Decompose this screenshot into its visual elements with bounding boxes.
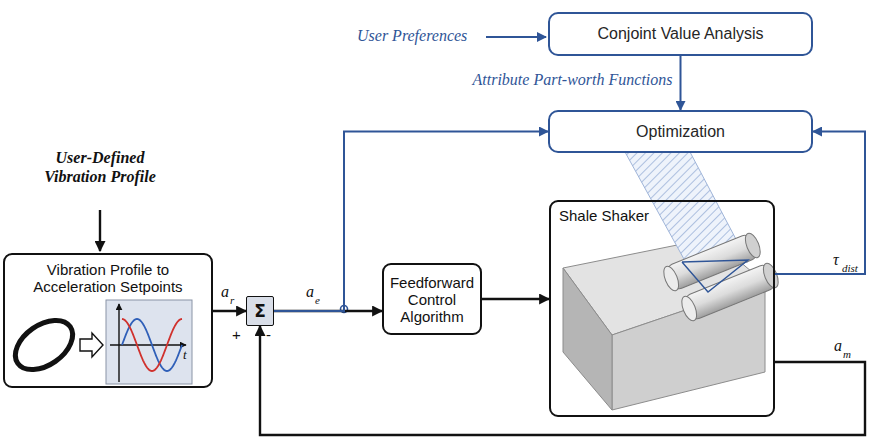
input-label: User-Defined Vibration Profile bbox=[35, 148, 165, 186]
signal-connector bbox=[680, 56, 682, 110]
signal-subscript: e bbox=[315, 294, 320, 306]
node-text: Feedforward Control Algorithm bbox=[390, 274, 474, 325]
signal-subscript: dist bbox=[842, 262, 858, 274]
node-text: Shale Shaker bbox=[559, 207, 649, 224]
setpoint-box: Vibration Profile to Acceleration Setpoi… bbox=[3, 253, 213, 388]
shale-shaker-box: Shale Shaker bbox=[549, 200, 775, 417]
input-label: User Preferences bbox=[357, 27, 467, 45]
analysis-box: Conjoint Value Analysis bbox=[548, 12, 813, 56]
summing-junction: Σ bbox=[246, 296, 274, 326]
signal-connector bbox=[213, 310, 246, 312]
node-text: Σ bbox=[254, 301, 266, 321]
signal-name: a bbox=[221, 283, 229, 301]
signal-subscript: r bbox=[230, 294, 234, 306]
shale-shaker-figure bbox=[563, 152, 781, 410]
signal-subscript: m bbox=[843, 348, 851, 360]
preference-arrow bbox=[486, 36, 546, 38]
signal-name: a bbox=[834, 337, 842, 355]
controller-box: Feedforward Control Algorithm bbox=[382, 263, 482, 335]
sign-mark: + bbox=[232, 326, 241, 343]
axis-label: t bbox=[183, 347, 187, 363]
optimization-box: Optimization bbox=[548, 110, 813, 153]
profile-arrow bbox=[99, 210, 101, 251]
signal-connector bbox=[482, 298, 549, 300]
signal-name: a bbox=[306, 283, 314, 301]
sign-mark: - bbox=[266, 326, 271, 343]
edge-label: Attribute Part-worth Functions bbox=[471, 71, 675, 89]
node-text: Conjoint Value Analysis bbox=[597, 25, 763, 43]
vibration-profile-icon bbox=[6, 300, 192, 384]
node-text: Optimization bbox=[636, 123, 725, 141]
node-text: Vibration Profile to Acceleration Setpoi… bbox=[13, 261, 203, 295]
signal-name: τ bbox=[833, 251, 839, 269]
